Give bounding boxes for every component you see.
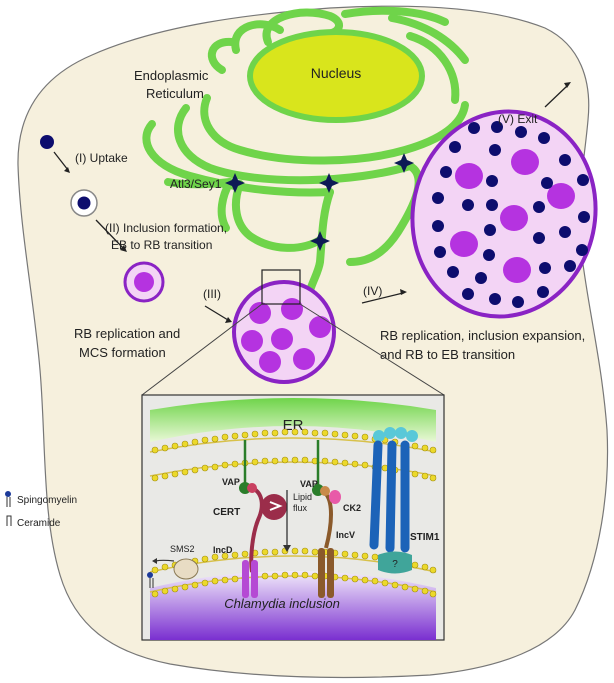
stage2-arrow: [95, 219, 125, 250]
mid-inclusion: [232, 280, 336, 384]
vap-right-label: VAP: [300, 479, 318, 489]
zoom-box: [261, 269, 301, 305]
stim1-complex: STIM1 ?: [369, 427, 440, 574]
exit-label: (V) Exit: [498, 112, 538, 126]
sphingomyelin-icon: [5, 491, 11, 497]
lipid-flux-line1: Lipid: [293, 492, 312, 502]
expansion-label-line2: and RB to EB transition: [380, 347, 515, 362]
stage4-arrow: [361, 292, 404, 304]
stage4-label: (IV): [363, 284, 382, 298]
vap-incv-complex: VAP CK2 IncV: [300, 440, 361, 598]
rb-mcs-label-line2: MCS formation: [79, 345, 166, 360]
eb-internalized: [77, 196, 91, 210]
expansion-label-line1: RB replication, inclusion expansion,: [380, 328, 585, 343]
question-label: ?: [392, 559, 398, 570]
uptake-arrow: [53, 151, 69, 171]
zoom-line-left: [141, 303, 263, 396]
late-inclusion: [410, 109, 598, 319]
incd-protein: IncD: [213, 545, 258, 598]
atl3-junction-markers: [225, 153, 414, 251]
early-rb: [134, 272, 154, 292]
nucleus-label: Nucleus: [311, 65, 362, 81]
legend-ceramide: Ceramide: [17, 518, 61, 529]
stage3-label: (III): [203, 287, 221, 301]
zoom-line-right: [299, 303, 445, 396]
rb-mcs-label-line1: RB replication and: [74, 326, 180, 341]
inclusion-label-line1: (II) Inclusion formation,: [105, 221, 227, 235]
eb-outside: [40, 135, 54, 149]
er-label-line2: Reticulum: [146, 86, 204, 101]
incd-label: IncD: [213, 545, 233, 555]
mcs-inset: ER Chlamydia inclusion VAP CERT: [141, 394, 445, 641]
inset-er-label: ER: [283, 417, 304, 434]
inclusion-label-line2: EB to RB transition: [111, 238, 212, 252]
sms2-label: SMS2: [170, 544, 195, 554]
ceramide-icon: [6, 515, 12, 526]
ck2-label: CK2: [343, 503, 361, 513]
stage3-arrow: [204, 305, 229, 321]
atl3-label: Atl3/Sey1: [170, 177, 222, 191]
lipid-flux-line2: flux: [293, 503, 308, 513]
er-label-line1: Endoplasmic: [134, 68, 209, 83]
vap-cert-complex: VAP CERT: [213, 440, 287, 573]
inset-inclusion-label: Chlamydia inclusion: [224, 596, 340, 611]
nucleus: [247, 29, 425, 123]
legend: Spingomyelin Ceramide: [5, 491, 77, 529]
exit-arrow: [544, 85, 568, 108]
er-membrane-heads: [151, 428, 437, 482]
legend-sphingomyelin: Spingomyelin: [17, 495, 77, 506]
cert-label: CERT: [213, 507, 240, 518]
sms2-enzyme: SMS2: [147, 544, 199, 588]
incv-label: IncV: [336, 530, 355, 540]
stim1-label: STIM1: [410, 532, 440, 543]
uptake-label: (I) Uptake: [75, 151, 128, 165]
vap-left-label: VAP: [222, 477, 240, 487]
